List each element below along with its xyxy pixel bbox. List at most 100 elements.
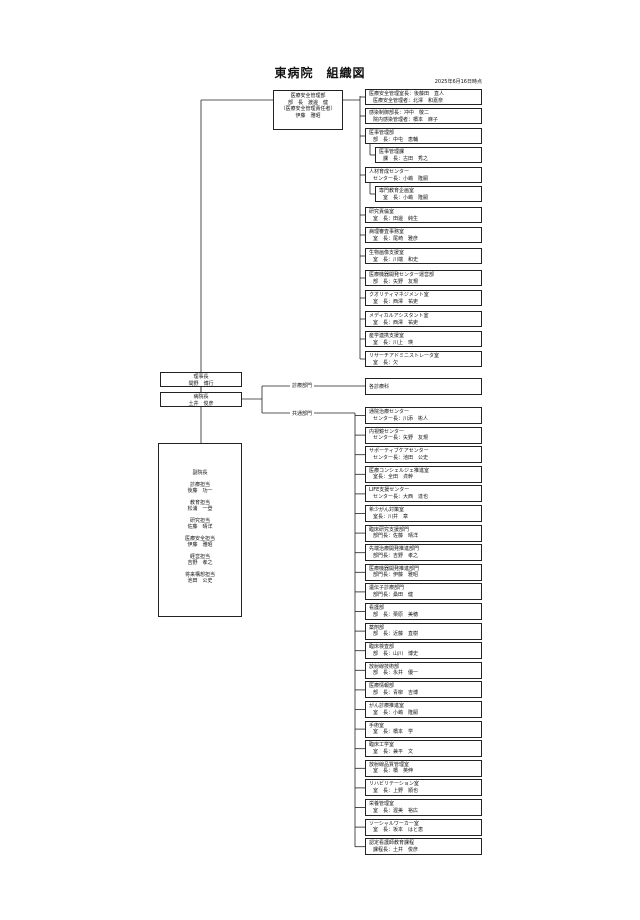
unit-box: 医事管理部部 長：中屯 恵輔 <box>365 128 482 144</box>
common-unit-box: 医療機器開発推進部門部門長：伊藤 雅昭 <box>365 563 482 581</box>
common-unit-box-line: 室 長：橋 英伸 <box>373 768 414 775</box>
common-unit-box-line: 室 長：上野 順也 <box>373 787 419 794</box>
vice-president-title: 副院長 <box>192 470 208 476</box>
vice-president-line: 松浦 一登 <box>187 506 213 512</box>
common-division-label: 共通部門 <box>292 411 313 417</box>
common-unit-box-line: 室 長：兼平 文 <box>373 748 414 755</box>
unit-box: 感染制御部長：冲中 敬二院内感染管理者：橋本 麻子 <box>365 108 482 124</box>
common-unit-box-line: 室 長：渥美 裕広 <box>373 807 419 814</box>
common-unit-box: 放射線技術部部 長：永井 優一 <box>365 661 482 679</box>
vice-president-line: 研究担当 <box>189 518 210 524</box>
unit-box-line: センター長：小嶋 隆嗣 <box>373 175 429 182</box>
unit-box: 医事管理課課 長：古田 秀之 <box>375 147 482 163</box>
unit-box-line: 室 長：小嶋 隆嗣 <box>383 194 429 201</box>
common-unit-box: 臨床研究支援部門部門長：佐藤 晴洋 <box>365 524 482 542</box>
unit-box: リサーチアドミニストレータ室室 長：欠 <box>365 351 482 367</box>
unit-box-line: 部 長：中屯 恵輔 <box>373 136 419 143</box>
board-chair-title: 理事長 <box>193 374 209 380</box>
common-unit-box: 医療情報部部 長：青柳 吉博 <box>365 681 482 699</box>
unit-box-line: 専門教育企画室 <box>379 188 415 194</box>
common-unit-box-line: センター長：矢野 友規 <box>373 435 429 442</box>
unit-box-line: 院内感染管理者：橋本 麻子 <box>373 116 439 123</box>
common-unit-box-line: 部 長：青柳 吉博 <box>373 689 419 696</box>
unit-box-line: 室 長：西澤 祐吏 <box>373 319 419 326</box>
as-of-date: 2025年6月16日時点 <box>434 79 482 85</box>
common-unit-box-line: 希少がん対策室 <box>369 507 405 513</box>
common-unit-box: 看護部部 長：栗原 美穂 <box>365 603 482 620</box>
vice-president-group: 診療担当後藤 功一 <box>159 482 241 494</box>
common-unit-box: 臨床工学室室 長：兼平 文 <box>365 740 482 758</box>
common-unit-box: LIFE支援センターセンター長：大西 達也 <box>365 485 482 503</box>
unit-box-line: 室 長：西澤 祐吏 <box>373 298 419 305</box>
common-unit-box: 内視鏡センターセンター長：矢野 友規 <box>365 426 482 444</box>
common-unit-box: 先端治療開発推進部門部門長：吉野 孝之 <box>365 544 482 562</box>
page-title: 東病院 組織図 <box>274 66 366 80</box>
director-name: 土井 俊彦 <box>188 400 214 407</box>
common-unit-box-line: サポーティブケアセンター <box>369 448 429 455</box>
common-unit-box: 遺伝子診療部門部門長：桑田 健 <box>365 583 482 601</box>
safety-head-line: （医療安全管理責任者） <box>280 106 336 112</box>
vice-president-group: 将来構想担当池田 公史 <box>159 572 241 584</box>
unit-box-line: リサーチアドミニストレータ室 <box>369 353 440 359</box>
vice-president-group: 経営担当吉野 孝之 <box>159 554 241 566</box>
common-unit-box-line: 認定看護師教育課程 <box>369 840 415 847</box>
common-unit-box-line: LIFE支援センター <box>369 487 410 494</box>
safety-head-line: 伊藤 雅昭 <box>295 112 321 119</box>
vice-president-line: 経営担当 <box>189 554 210 560</box>
common-unit-box: 認定看護師教育課程課程長：土井 俊彦 <box>365 838 482 856</box>
unit-box-line: 室 長：尾崎 雅彦 <box>373 235 419 242</box>
common-unit-box-line: 臨床検査部 <box>369 644 395 651</box>
common-unit-box-line: 部門長：伊藤 雅昭 <box>373 572 419 579</box>
vice-president-line: 後藤 功一 <box>187 488 213 494</box>
common-unit-box-line: 遺伝子診療部門 <box>369 585 405 592</box>
unit-box-line: 医療安全管理者：北澤 和嘉奈 <box>373 97 444 104</box>
common-unit-box-line: 部門長：吉野 孝之 <box>373 552 419 559</box>
common-unit-box: 臨床検査部部 長：山川 博史 <box>365 642 482 660</box>
common-unit-box-line: ソーシャルワーカー室 <box>369 820 419 827</box>
common-unit-box-line: 医療機器開発推進部門 <box>369 565 420 572</box>
unit-box-line: 室 長：田邊 純生 <box>373 215 419 222</box>
common-unit-box: 栄養管理室室 長：渥美 裕広 <box>365 799 482 816</box>
common-unit-box-line: 室 長：坂本 はと恵 <box>373 827 424 834</box>
common-unit-box-line: 部門長：佐藤 晴洋 <box>373 533 419 540</box>
vice-president-group: 医療安全担当伊藤 雅昭 <box>159 536 241 548</box>
unit-box-line: 医事管理課 <box>379 149 405 155</box>
vice-president-line: 診療担当 <box>189 482 210 488</box>
common-unit-box-line: 栄養管理室 <box>369 801 395 807</box>
common-unit-box: 手術室室 長：橋本 学 <box>365 720 482 738</box>
common-unit-box: サポーティブケアセンターセンター長：池田 公史 <box>365 446 482 464</box>
common-unit-box-line: がん診療推進室 <box>369 703 405 709</box>
common-unit-box-line: 手術室 <box>369 722 385 729</box>
unit-box-line: 室 長：川端 和史 <box>373 256 419 263</box>
safety-management-head: 医療安全管理部 部 長 渡邊 健 （医療安全管理責任者） 伊藤 雅昭 <box>273 90 343 130</box>
common-unit-box: がん診療推進室室 長：小嶋 隆嗣 <box>365 701 482 718</box>
common-unit-box-line: 医療情報部 <box>369 683 395 690</box>
board-chair-name: 間野 博行 <box>188 380 214 387</box>
unit-box: 人材育成センターセンター長：小嶋 隆嗣 <box>365 167 482 183</box>
board-chair-box: 理事長 間野 博行 <box>160 372 242 387</box>
vice-president-panel: 副院長 診療担当後藤 功一教育担当松浦 一登研究担当佐藤 晴洋医療安全担当伊藤 … <box>158 443 242 617</box>
common-unit-box-line: 部 長：近藤 直樹 <box>373 631 419 638</box>
vice-president-line: 医療安全担当 <box>184 536 215 542</box>
unit-box-line: 医療安全管理室長：後藤田 直人 <box>369 91 445 97</box>
unit-box-line: クオリティマネジメント室 <box>369 292 429 298</box>
unit-box-line: 病理審査事務室 <box>369 229 405 235</box>
common-unit-box-line: 部 長：栗原 美穂 <box>373 611 419 618</box>
vice-president-line: 伊藤 雅昭 <box>187 542 213 548</box>
common-unit-box-line: 薬剤部 <box>369 624 385 631</box>
vice-president-line: 池田 公史 <box>187 578 213 584</box>
vice-president-line: 佐藤 晴洋 <box>187 524 213 530</box>
unit-box: 研究責倫室室 長：田邊 純生 <box>365 207 482 223</box>
director-title: 病院長 <box>193 394 209 400</box>
vice-president-line: 教育担当 <box>189 500 210 506</box>
unit-box: 産学連携支援室室 長：川上 瑛 <box>365 331 482 347</box>
common-unit-box-line: 内視鏡センター <box>369 428 405 435</box>
unit-box: 医療安全管理室長：後藤田 直人医療安全管理者：北澤 和嘉奈 <box>365 89 482 105</box>
common-unit-box: 薬剤部部 長：近藤 直樹 <box>365 622 482 640</box>
common-unit-box-line: 課程長：土井 俊彦 <box>373 846 419 853</box>
common-unit-box-line: リハビリテーション室 <box>369 781 419 788</box>
common-unit-box-line: 通院治療センター <box>369 409 410 415</box>
common-unit-box-line: 室長：川井 章 <box>373 513 409 520</box>
common-unit-box-line: センター長：川添 彬人 <box>373 415 429 422</box>
